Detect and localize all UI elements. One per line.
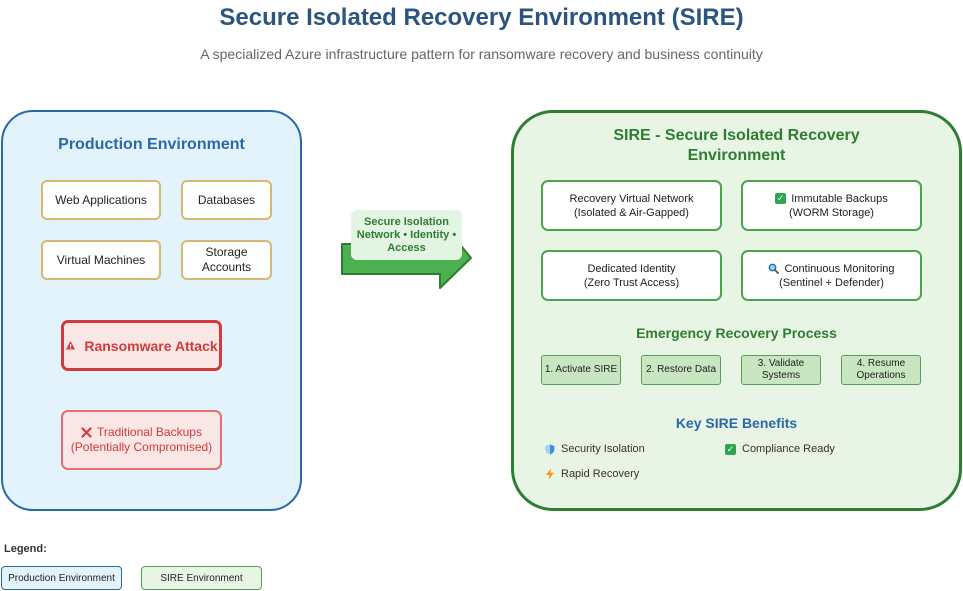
recovery-virtual-network-note: (Isolated & Air-Gapped) [574,206,689,219]
ransomware-attack-box: Ransomware Attack [61,320,222,371]
immutable-backups-box: ✓ Immutable Backups (WORM Storage) [741,180,922,231]
isolation-arrow-label: Secure Isolation Network • Identity • Ac… [351,210,462,260]
isolation-arrow-line3: Access [387,241,426,254]
production-title: Production Environment [58,136,245,153]
legend-title: Legend: [4,543,47,555]
isolation-arrow-line2: Network • Identity • [356,228,457,241]
sire-title-line2: Environment [687,147,786,164]
storage-accounts-box: Storage Accounts [181,240,272,280]
page-title: Secure Isolated Recovery Environment (SI… [219,4,744,31]
emergency-recovery-title: Emergency Recovery Process [636,325,837,341]
page-subtitle: A specialized Azure infrastructure patte… [200,46,763,62]
web-applications-box: Web Applications [41,180,161,220]
web-applications-label: Web Applications [55,192,147,207]
traditional-backups-label: Traditional Backups [97,425,202,439]
immutable-backups-label: Immutable Backups [791,192,888,205]
step-label: 4. Resume [856,358,906,369]
lightning-icon [545,468,555,480]
legend-sire: SIRE Environment [141,566,262,590]
step-label: 1. Activate SIRE [544,364,618,375]
continuous-monitoring-box: Continuous Monitoring (Sentinel + Defend… [741,250,922,301]
databases-box: Databases [181,180,272,220]
sire-title: SIRE - Secure Isolated Recovery Environm… [511,126,962,166]
step-label-line2: Systems [761,370,801,381]
immutable-backups-note: (WORM Storage) [789,206,874,219]
traditional-backups-box: Traditional Backups (Potentially Comprom… [61,410,222,470]
recovery-virtual-network-box: Recovery Virtual Network (Isolated & Air… [541,180,722,231]
dedicated-identity-label: Dedicated Identity [587,262,676,275]
step-activate-sire: 1. Activate SIRE [541,355,621,385]
magnifier-icon [768,263,780,274]
benefit-label: Security Isolation [561,443,645,455]
continuous-monitoring-label: Continuous Monitoring [784,262,895,275]
continuous-monitoring-note: (Sentinel + Defender) [779,276,884,289]
storage-accounts-label: Storage Accounts [201,245,252,274]
benefit-label: Rapid Recovery [561,468,640,480]
isolation-arrow-line1: Secure Isolation [364,215,449,228]
legend-production-label: Production Environment [8,572,115,584]
step-label: 2. Restore Data [645,364,717,375]
warning-icon [65,340,76,351]
benefit-label: Compliance Ready [742,443,835,455]
sire-title-line1: SIRE - Secure Isolated Recovery [613,127,860,144]
step-validate-systems: 3. Validate Systems [741,355,821,385]
benefit-security-isolation: Security Isolation [545,443,645,455]
check-icon: ✓ [775,193,787,204]
step-label: 3. Validate [757,358,805,369]
virtual-machines-box: Virtual Machines [41,240,161,280]
benefit-compliance-ready: ✓ Compliance Ready [725,443,835,455]
ransomware-attack-label: Ransomware Attack [84,337,218,354]
legend-sire-label: SIRE Environment [160,572,243,584]
traditional-backups-note: (Potentially Compromised) [70,440,213,454]
recovery-virtual-network-label: Recovery Virtual Network [569,192,694,205]
sire-environment-container [511,110,962,511]
check-icon: ✓ [725,443,736,455]
dedicated-identity-note: (Zero Trust Access) [583,276,680,289]
benefits-title: Key SIRE Benefits [675,415,798,431]
dedicated-identity-box: Dedicated Identity (Zero Trust Access) [541,250,722,301]
step-label-line2: Operations [856,370,906,381]
databases-label: Databases [197,192,256,207]
shield-icon [545,444,555,455]
legend-production: Production Environment [1,566,122,590]
step-restore-data: 2. Restore Data [641,355,721,385]
virtual-machines-label: Virtual Machines [56,252,146,267]
benefit-rapid-recovery: Rapid Recovery [545,468,639,480]
cross-icon [81,427,92,438]
step-resume-operations: 4. Resume Operations [841,355,921,385]
